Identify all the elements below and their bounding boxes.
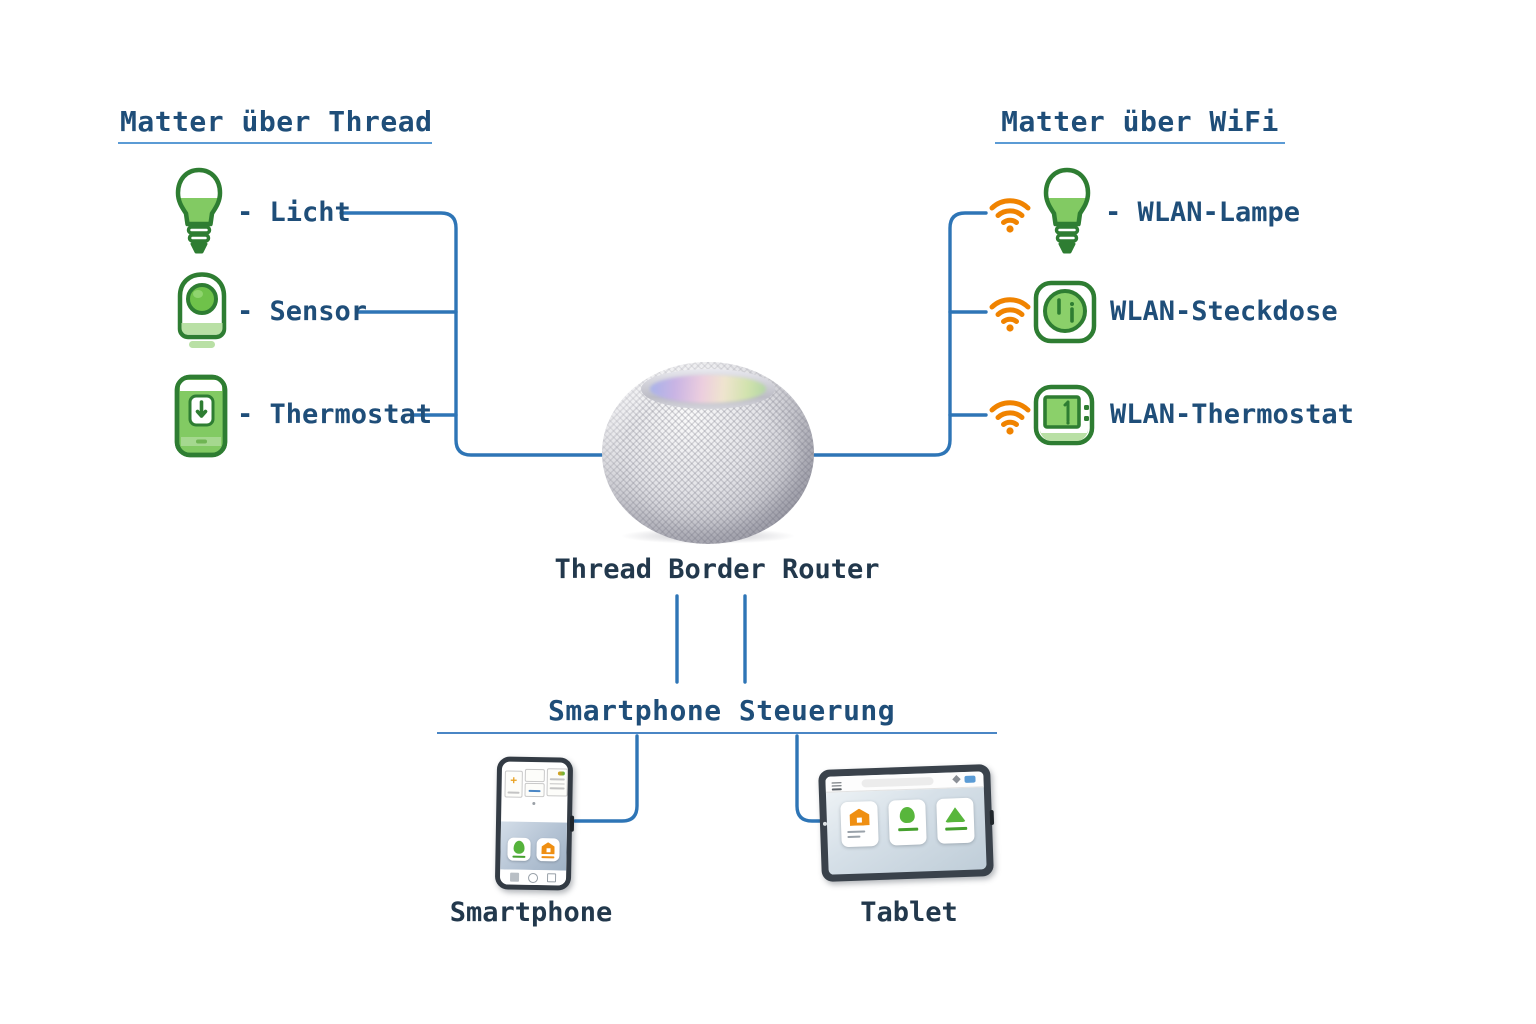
card-line <box>944 826 967 831</box>
right-section-title: Matter über WiFi <box>1001 105 1279 138</box>
nav-home-icon <box>527 872 539 884</box>
left-row-label: - Thermostat <box>237 399 433 430</box>
right-row-label: - WLAN-Lampe <box>1105 197 1301 228</box>
tablet-screen <box>825 771 987 875</box>
right-row-label: WLAN-Steckdose <box>1110 296 1338 327</box>
homepod-speaker-image <box>602 362 814 544</box>
app-tile-leaf <box>507 837 531 861</box>
page-dot <box>532 801 536 806</box>
tablet-card-house <box>840 800 879 848</box>
tile-underbar <box>512 855 526 858</box>
left-title-underline <box>118 142 432 144</box>
tablet-image <box>818 764 995 882</box>
card-line <box>847 830 866 834</box>
wall-thermostat-icon <box>1032 383 1102 449</box>
smartphone-steuerung-underline <box>437 732 997 734</box>
search-bar <box>861 777 934 788</box>
phone-screen: + <box>499 761 569 886</box>
nav-recent-icon <box>509 872 520 882</box>
homepod-top-display <box>650 375 766 403</box>
card-line <box>847 835 861 838</box>
light-bulb-icon <box>1036 166 1098 260</box>
tablet-side-button <box>989 809 995 826</box>
right-title-underline <box>995 142 1285 144</box>
leaf-icon <box>513 840 525 854</box>
power-outlet-icon <box>1032 279 1098 345</box>
left-section-title: Matter über Thread <box>120 105 433 138</box>
app-tile-house <box>536 838 560 862</box>
phone-widget <box>524 768 545 783</box>
phone-nav-bar <box>499 869 567 886</box>
light-bulb-icon <box>168 166 230 260</box>
house-icon <box>849 808 870 826</box>
phone-side-button <box>569 815 575 832</box>
widget-line <box>549 782 565 785</box>
widget-line <box>549 787 565 790</box>
menu-icon <box>831 780 842 791</box>
plus-icon: + <box>510 773 518 787</box>
phone-widget <box>524 782 545 798</box>
wifi-icon <box>986 291 1034 337</box>
account-icon <box>964 775 976 783</box>
phone-wallpaper-area <box>500 821 568 871</box>
phone-widget: + <box>504 770 523 798</box>
phone-widget <box>546 768 568 797</box>
right-row-label: WLAN-Thermostat <box>1110 399 1354 430</box>
wifi-icon <box>986 192 1034 238</box>
widget-line <box>507 791 520 794</box>
tablet-label: Tablet <box>860 897 958 928</box>
house-door <box>857 818 862 823</box>
smartphone-label: Smartphone <box>449 897 613 928</box>
smartphone-image: + <box>494 756 575 891</box>
tile-underbar <box>541 856 555 859</box>
settings-icon <box>952 774 961 784</box>
left-row-label: - Sensor <box>237 296 368 327</box>
nav-back-icon <box>546 873 557 883</box>
tablet-card-roof <box>936 797 975 844</box>
left-row-label: - Licht <box>237 197 351 228</box>
thermostat-icon <box>172 371 230 461</box>
wifi-icon <box>986 394 1034 440</box>
tablet-toolbar <box>825 771 984 793</box>
widget-line <box>528 789 541 793</box>
tablet-card-lock <box>888 799 927 846</box>
lock-icon <box>899 806 915 824</box>
card-line <box>897 827 918 831</box>
house-icon <box>541 842 554 854</box>
roof-icon <box>944 807 966 823</box>
house-door <box>546 848 550 852</box>
widget-line <box>549 778 565 781</box>
smartphone-steuerung-title: Smartphone Steuerung <box>548 694 896 727</box>
widget-logo <box>557 771 565 776</box>
sensor-icon <box>172 268 232 358</box>
thread-border-router-label: Thread Border Router <box>554 554 880 585</box>
